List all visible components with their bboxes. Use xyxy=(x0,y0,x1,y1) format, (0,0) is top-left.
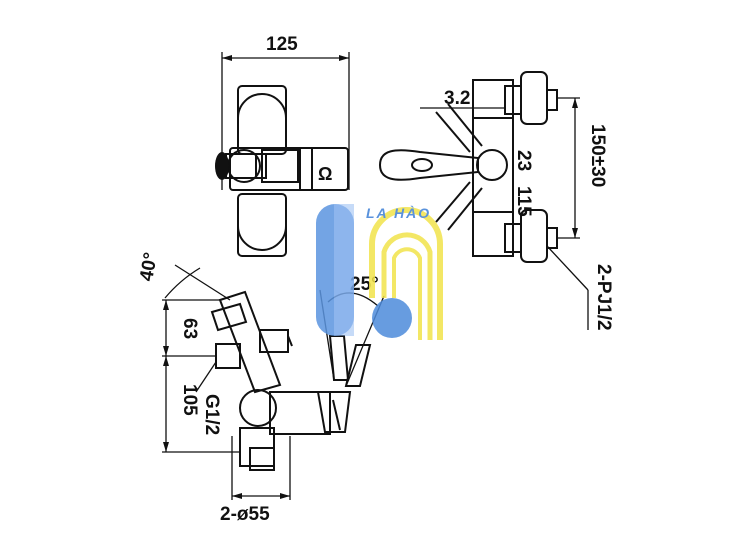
brand-name: LA HÀO xyxy=(366,205,431,221)
side-view: 3.2 150±30 23 115 2-PJ1/2 xyxy=(378,71,614,331)
dim-angle-40: 40° xyxy=(136,251,162,283)
brand-logo-watermark: LA HÀO xyxy=(316,204,443,340)
dim-23: 23 xyxy=(513,150,534,171)
dim-pipe-thread: 2-PJ1/2 xyxy=(593,264,614,331)
dim-105: 105 xyxy=(179,384,200,416)
svg-text:Ω: Ω xyxy=(318,164,332,184)
dim-150-30: 150±30 xyxy=(587,124,608,187)
dim-flange-dia: 2-ø55 xyxy=(220,504,270,525)
dim-inlet-thread: G1/2 xyxy=(201,394,222,435)
dim-63: 63 xyxy=(179,318,200,339)
top-view: 125 Ω xyxy=(215,34,350,257)
dim-125: 125 xyxy=(266,34,298,55)
dim-3-2: 3.2 xyxy=(444,88,470,109)
dim-115: 115 xyxy=(513,186,534,217)
